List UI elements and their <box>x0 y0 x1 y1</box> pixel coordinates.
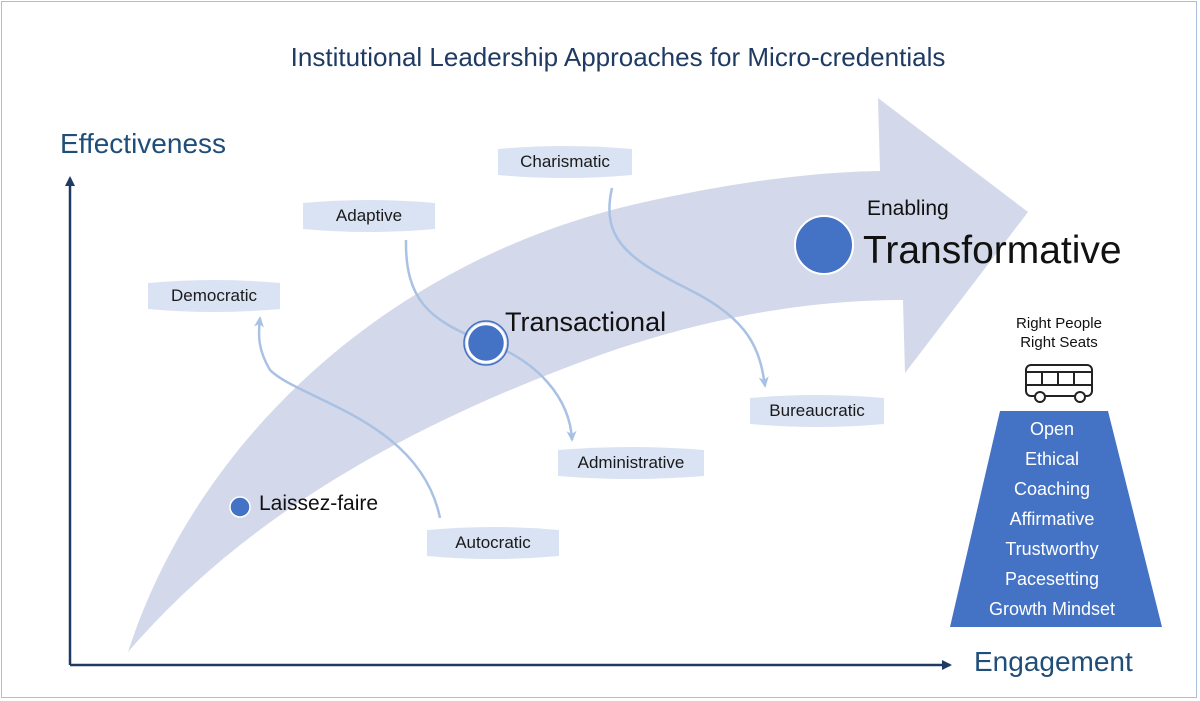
style-democratic: Democratic <box>148 280 280 312</box>
trait-pacesetting: Pacesetting <box>1004 569 1100 589</box>
traits-trapezoid <box>950 411 1162 627</box>
trait-coaching: Coaching <box>1013 479 1091 499</box>
ribbon-shape <box>148 280 280 312</box>
style-administrative-label: Administrative <box>577 453 685 472</box>
transactional-node-ring <box>463 320 509 366</box>
transactional-label: Transactional <box>505 307 667 337</box>
style-charismatic-label: Charismatic <box>520 152 610 171</box>
transformative-node <box>794 215 854 275</box>
ribbon-shape <box>750 395 884 427</box>
y-axis-label: Effectiveness <box>60 128 227 159</box>
right-people-line: Right People <box>1016 315 1102 332</box>
growth-arrow <box>128 98 1028 652</box>
connector-charismatic-bureaucratic <box>608 187 769 388</box>
trait-trustworthy: Trustworthy <box>1005 539 1099 559</box>
trait-affirmative: Affirmative <box>1009 509 1095 529</box>
ribbon-shape <box>498 146 632 178</box>
style-bureaucratic: Bureaucratic <box>750 395 884 427</box>
transactional-node <box>465 322 507 364</box>
style-autocratic: Autocratic <box>427 527 559 559</box>
trait-ethical: Ethical <box>1024 449 1080 469</box>
style-democratic-label: Democratic <box>171 286 257 305</box>
right-people-label: Right People Right Seats <box>1000 314 1118 352</box>
laissez-faire-label: Laissez-faire <box>259 492 379 515</box>
ribbon-shape <box>558 447 704 479</box>
ribbon-shape <box>427 527 559 559</box>
style-administrative: Administrative <box>558 447 704 479</box>
bus-icon <box>1025 364 1093 403</box>
style-charismatic: Charismatic <box>498 146 632 178</box>
transformative-label: Transformative <box>863 229 1122 272</box>
laissez-faire-node <box>229 496 251 518</box>
trait-open: Open <box>1029 419 1075 439</box>
style-adaptive: Adaptive <box>303 200 435 232</box>
enabling-label: Enabling <box>867 197 949 220</box>
style-adaptive-label: Adaptive <box>335 206 403 225</box>
connector-democratic-autocratic <box>253 316 442 519</box>
style-bureaucratic-label: Bureaucratic <box>769 401 865 420</box>
right-seats-line: Right Seats <box>1020 334 1098 351</box>
ribbon-shape <box>303 200 435 232</box>
diagram-title: Institutional Leadership Approaches for … <box>290 42 946 72</box>
x-axis-label: Engagement <box>974 646 1133 677</box>
trait-growth-mindset: Growth Mindset <box>988 599 1116 619</box>
style-autocratic-label: Autocratic <box>455 533 531 552</box>
